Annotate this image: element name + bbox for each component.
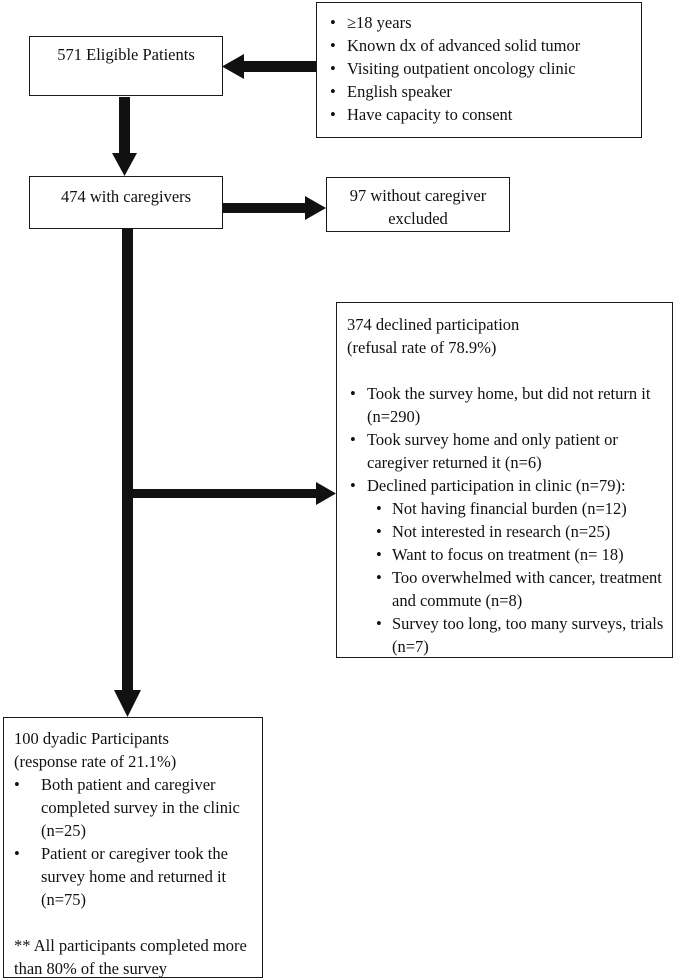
list-item: Have capacity to consent xyxy=(327,103,633,126)
declined-title: 374 declined participation xyxy=(347,315,520,334)
eligible-patients-label: 571 Eligible Patients xyxy=(57,45,195,64)
list-item: ≥18 years xyxy=(327,11,633,34)
eligible-patients-box: 571 Eligible Patients xyxy=(29,36,223,96)
list-item: Visiting outpatient oncology clinic xyxy=(327,57,633,80)
declined-list: Took the survey home, but did not return… xyxy=(347,382,664,497)
list-item: Not interested in research (n=25) xyxy=(373,520,664,543)
without-caregiver-line1: 97 without caregiver xyxy=(349,186,487,205)
without-caregiver-line2: excluded xyxy=(388,209,448,228)
participants-box: 100 dyadic Participants (response rate o… xyxy=(3,717,263,978)
declined-clinic-reasons: Not having financial burden (n=12) Not i… xyxy=(373,497,664,658)
arrow-branch-to-declined xyxy=(133,482,336,505)
without-caregiver-box: 97 without caregiver excluded xyxy=(326,177,510,232)
participants-list: Both patient and caregiver completed sur… xyxy=(11,773,252,911)
declined-rate: (refusal rate of 78.9%) xyxy=(347,338,497,357)
declined-box: 374 declined participation (refusal rate… xyxy=(336,302,673,658)
arrow-caregivers-to-participants xyxy=(114,229,141,717)
arrow-criteria-to-eligible xyxy=(222,54,316,79)
with-caregivers-box: 474 with caregivers xyxy=(29,176,223,229)
arrow-caregivers-to-excluded xyxy=(223,196,326,220)
list-item: Took the survey home, but did not return… xyxy=(347,382,664,428)
list-item: English speaker xyxy=(327,80,633,103)
arrow-eligible-to-caregivers xyxy=(112,97,137,176)
inclusion-criteria-box: ≥18 years Known dx of advanced solid tum… xyxy=(316,2,642,138)
participants-rate: (response rate of 21.1%) xyxy=(14,752,177,771)
list-item: Known dx of advanced solid tumor xyxy=(327,34,633,57)
participants-title: 100 dyadic Participants xyxy=(14,729,169,748)
list-item: Declined participation in clinic (n=79): xyxy=(347,474,664,497)
inclusion-criteria-list: ≥18 years Known dx of advanced solid tum… xyxy=(327,11,633,126)
participants-note: ** All participants completed more than … xyxy=(14,936,247,978)
list-item: Patient or caregiver took the survey hom… xyxy=(11,842,252,911)
list-item: Want to focus on treatment (n= 18) xyxy=(373,543,664,566)
list-item: Both patient and caregiver completed sur… xyxy=(11,773,252,842)
list-item: Not having financial burden (n=12) xyxy=(373,497,664,520)
list-item: Survey too long, too many surveys, trial… xyxy=(373,612,664,658)
with-caregivers-label: 474 with caregivers xyxy=(60,187,192,206)
list-item: Too overwhelmed with cancer, treatment a… xyxy=(373,566,664,612)
list-item: Took survey home and only patient or car… xyxy=(347,428,664,474)
